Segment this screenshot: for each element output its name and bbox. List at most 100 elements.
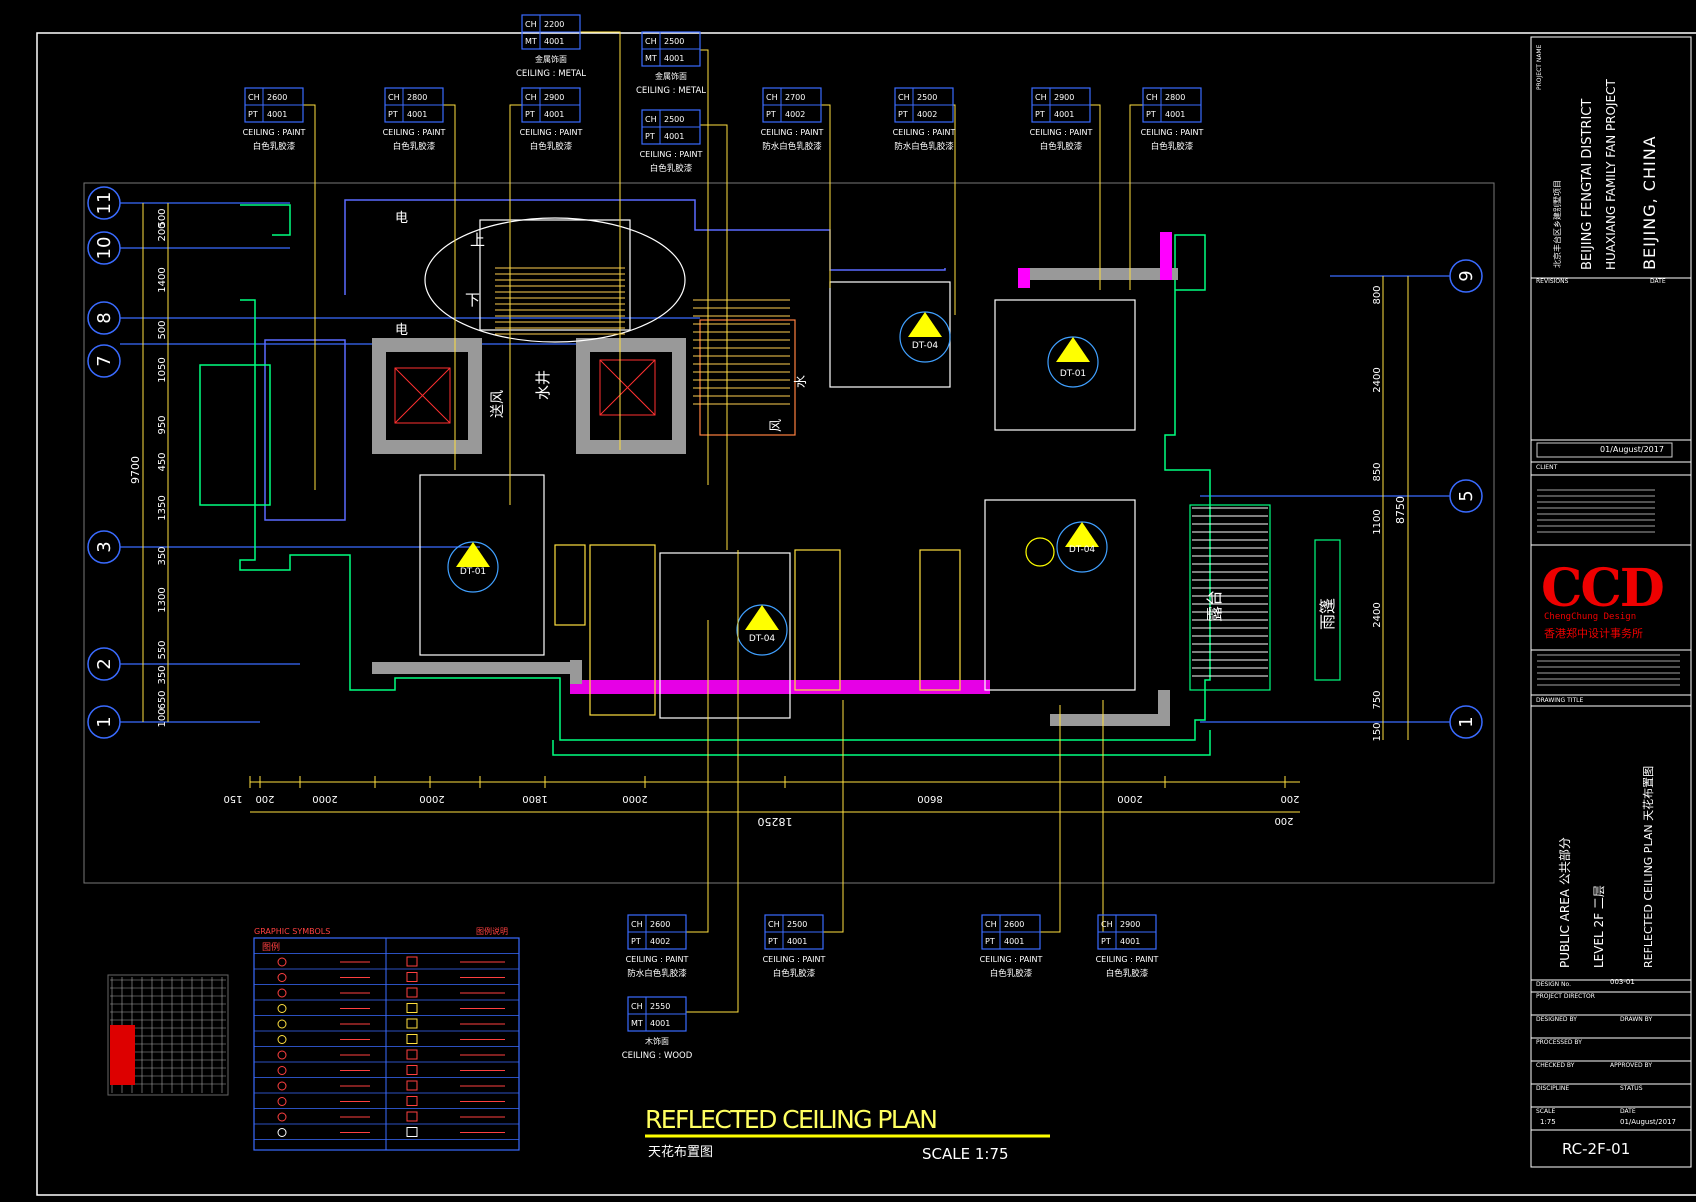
leader-line — [953, 104, 956, 315]
drawing-title: REFLECTED CEILING PLAN — [645, 1105, 938, 1134]
tb-processed-by: PROCESSED BY — [1536, 1039, 1582, 1046]
tb-status: STATUS — [1620, 1085, 1643, 1092]
dim-text: 200 — [255, 793, 274, 804]
tag-code-label: PT — [766, 110, 776, 119]
label-supply-air: 送风 — [490, 390, 506, 418]
drawing-subtitle-cn: 天花布置图 — [648, 1144, 713, 1160]
tag-ch-value: 2900 — [1054, 93, 1074, 102]
tb-design-no-label: DESIGN No. — [1536, 981, 1571, 988]
tag-ch-value: 2600 — [267, 93, 287, 102]
label-water: 水 — [794, 375, 809, 388]
dim-text: 200 — [1280, 793, 1299, 804]
tag-ch-label: CH — [985, 920, 997, 929]
tb-project-director: PROJECT DIRECTOR — [1536, 993, 1595, 1000]
tag-code-value: 4001 — [1120, 937, 1140, 946]
tag-ch-label: CH — [1035, 93, 1047, 102]
grid-label-8: 8 — [94, 312, 115, 323]
tag-code-label: PT — [985, 937, 995, 946]
tag-code-value: 4002 — [650, 937, 670, 946]
label-up: 上 — [470, 231, 485, 249]
tag-code-value: 4002 — [785, 110, 805, 119]
tag-material: CEILING : PAINT — [763, 955, 826, 964]
dim-text: 500 — [157, 320, 168, 339]
grid-bubbles-right — [1449, 259, 1483, 739]
tag-material-cn: 白色乳胶漆 — [530, 141, 573, 152]
dim-bottom-extra: 200 — [1274, 815, 1293, 826]
tag-code-label: PT — [248, 110, 258, 119]
ccd-logo-cn: 香港郑中设计事务所 — [1544, 627, 1643, 640]
dim-text: 850 — [1372, 462, 1383, 481]
dim-text: 800 — [1372, 285, 1383, 304]
tag-material-cn: 白色乳胶漆 — [1151, 141, 1194, 152]
tag-material: CEILING : PAINT — [1030, 128, 1093, 137]
dim-text: 2000 — [312, 793, 337, 804]
tag-code-value: 4001 — [407, 110, 427, 119]
dim-text: 550 — [157, 640, 168, 659]
leader-line — [1040, 705, 1061, 933]
tag-code-label: PT — [768, 937, 778, 946]
legend-table — [253, 937, 520, 1151]
tb-project-line1: BEIJING FENGTAI DISTRICT — [1580, 98, 1595, 270]
dim-text: 1400 — [157, 267, 168, 292]
tag-ch-label: CH — [768, 920, 780, 929]
tb-approved-by: APPROVED BY — [1610, 1062, 1653, 1069]
dim-text: 1050 — [157, 357, 168, 382]
tag-material: CEILING : PAINT — [626, 955, 689, 964]
legend-symbol — [406, 1003, 418, 1013]
legend-symbol — [406, 956, 418, 967]
dim-text: 1800 — [522, 793, 547, 804]
tag-material: CEILING : PAINT — [1141, 128, 1204, 137]
leader-line — [823, 700, 844, 933]
dim-text: 1350 — [157, 495, 168, 520]
tag-material-cn: 白色乳胶漆 — [253, 141, 296, 152]
tb-discipline: DISCIPLINE — [1536, 1085, 1570, 1092]
tag-ch-value: 2800 — [1165, 93, 1185, 102]
dim-text: 150 — [223, 793, 242, 804]
dim-text: 650 — [157, 690, 168, 709]
tag-ch-label: CH — [898, 93, 910, 102]
dim-right-total: 8750 — [1394, 496, 1407, 524]
legend-symbol — [277, 1004, 287, 1013]
light-fixtures — [447, 311, 1108, 656]
tag-ch-value: 2500 — [664, 115, 684, 124]
leader-line — [686, 620, 709, 933]
legend-symbol — [406, 1080, 418, 1091]
tb-drawing-title-label: DRAWING TITLE — [1536, 697, 1584, 704]
tag-ch-label: CH — [645, 37, 657, 46]
tag-ch-value: 2900 — [1120, 920, 1140, 929]
leader-line — [1090, 104, 1101, 290]
label-down: 下 — [465, 291, 480, 309]
legend-header: 图例 — [262, 941, 280, 953]
tb-sheet-number: RC-2F-01 — [1562, 1140, 1631, 1158]
key-plan — [107, 974, 229, 1096]
label-wind: 风 — [769, 419, 784, 432]
grid-label-5: 5 — [1456, 490, 1477, 501]
leader-line — [1102, 700, 1156, 933]
dimension-lines — [142, 203, 1409, 813]
tag-material: CEILING : PAINT — [640, 150, 703, 159]
tag-code-label: PT — [1035, 110, 1045, 119]
fixture-tag-3: DT-04 — [749, 634, 776, 644]
legend-symbol — [277, 1112, 287, 1122]
dim-text: 350 — [157, 546, 168, 565]
label-terrace: 露台 — [1205, 590, 1224, 622]
ccd-logo: CCD — [1541, 558, 1665, 619]
legend-symbol — [277, 1128, 287, 1137]
grid-label-3: 3 — [94, 541, 115, 552]
rooms — [419, 217, 1341, 719]
tag-code-label: PT — [1101, 937, 1111, 946]
tag-ch-label: CH — [388, 93, 400, 102]
dim-text: 1300 — [157, 587, 168, 612]
dim-text: 100 — [157, 708, 168, 727]
tag-code-label: PT — [631, 937, 641, 946]
